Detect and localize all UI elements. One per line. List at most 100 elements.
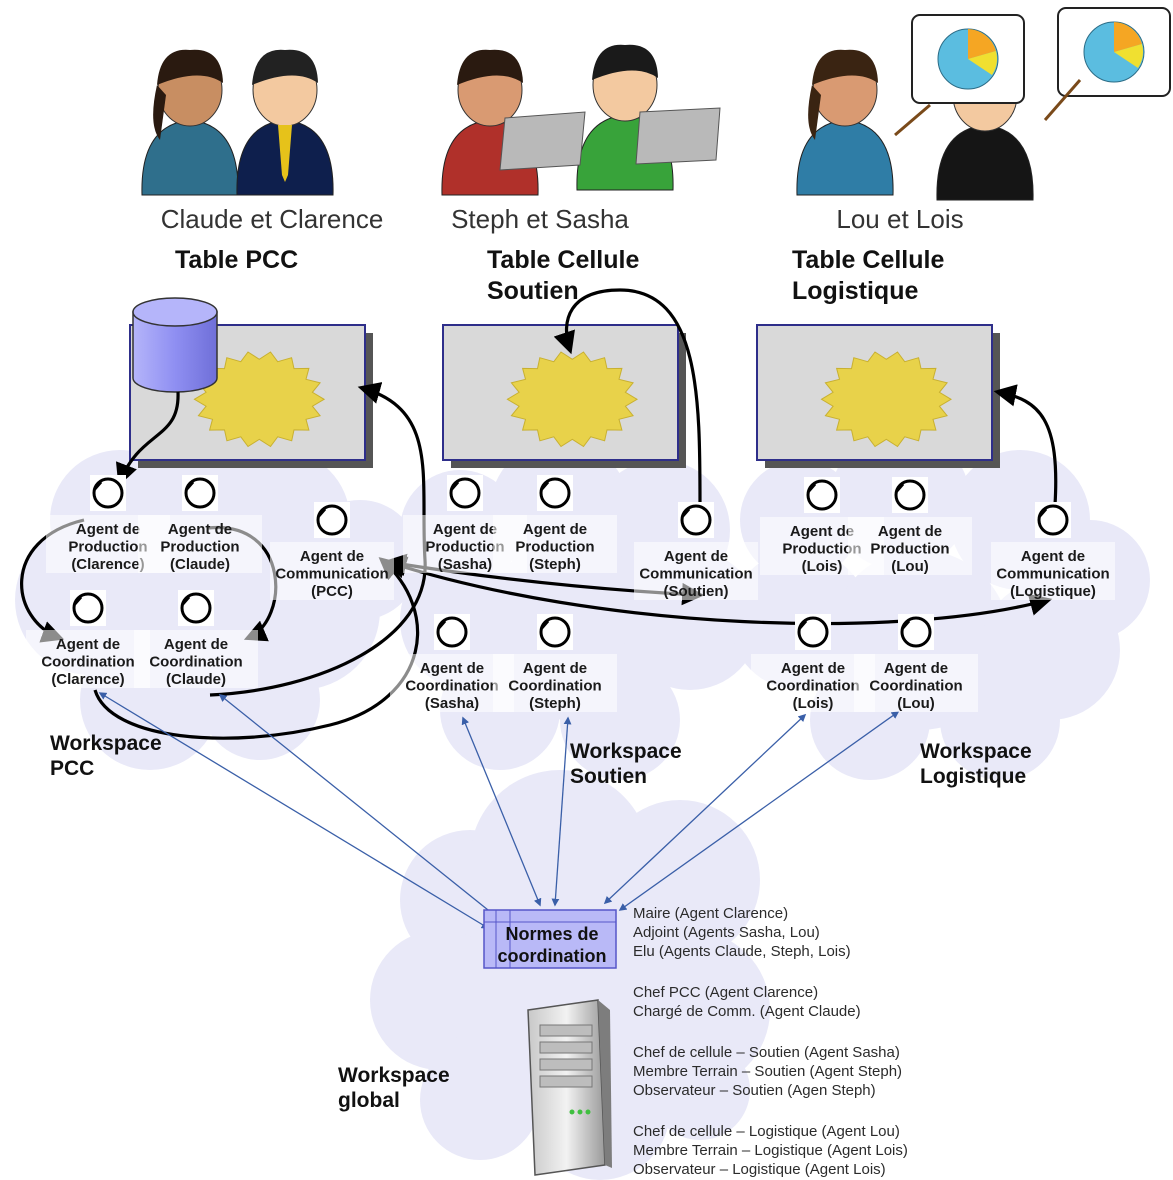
star-icon [820,351,952,448]
agent-label-line: Agent de [781,660,845,677]
table-title: Logistique [792,277,918,305]
agent-label-line: (Logistique) [1010,583,1096,600]
tie-icon [278,125,292,182]
agent-label-bg [270,542,394,600]
agent-label-line: Agent de [878,523,942,540]
db-top [132,297,218,327]
people-label: Steph et Sasha [451,204,629,234]
agent-label-line: (Claude) [166,671,226,688]
agent-label-line: Coordination [41,654,134,671]
agent-icon-notch [806,483,817,493]
star-icon [193,351,326,448]
agent-icon-notch [180,596,191,606]
blue-arrow-coord-claude [218,694,500,919]
agent-label-bg [493,654,617,712]
table-title: Table PCC [175,246,298,274]
agent-label-line: Production [870,541,949,558]
agent-label-bg [134,630,258,688]
norms-label: coordination [498,946,607,966]
role-line: Maire (Agent Clarence) [633,905,788,922]
agent-label-line: Agent de [76,521,140,538]
agent-icon-notch [894,483,905,493]
agent-icon [184,477,216,509]
agent-label-line: Agent de [884,660,948,677]
agent-icon-notch [449,481,460,491]
person-claude [141,49,239,196]
agent-label-line: Production [68,539,147,556]
person-lou [796,49,894,196]
agent-icon [797,616,829,648]
agent-label-bg [991,542,1115,600]
role-line: Chef PCC (Agent Clarence) [633,984,818,1001]
agent-label-line: (Steph) [529,556,581,573]
agent-label-line: (Clarence) [71,556,144,573]
star-icon [506,351,638,448]
server-bay [539,1041,593,1054]
person-hair [252,49,318,85]
blue-arrow-coord-sasha [461,716,542,907]
person-hair [592,44,658,80]
server-bay [539,1075,593,1088]
agent-label-line: (Lois) [802,558,843,575]
table-logistique [756,324,1000,468]
agent-label-line: Agent de [523,521,587,538]
agent-label-line: Communication [275,566,388,583]
agent-label-line: (Soutien) [664,583,729,600]
role-line: Membre Terrain – Logistique (Agent Lois) [633,1142,908,1159]
agent-label-line: Production [425,539,504,556]
agent-label-line: Communication [996,566,1109,583]
arrow-comm-pcc-logistique [383,556,1053,626]
agent-label-line: Agent de [790,523,854,540]
agent-label-line: Agent de [420,660,484,677]
workspace-global-label: Workspace [338,1064,450,1087]
workspace-global-label: global [338,1089,400,1112]
agent-icon-notch [1037,508,1048,518]
agent-icon [92,477,124,509]
server-led [585,1109,591,1115]
agent-icon-notch [72,596,83,606]
arrow-comm-soutien-to-table [553,288,702,506]
agent-icon-notch [900,620,911,630]
pie-slice [968,51,997,75]
cloud-puff [650,1040,750,1140]
agent-icon [436,616,468,648]
agent-label-line: Coordination [149,654,242,671]
role-line: Elu (Agents Claude, Steph, Lois) [633,943,851,960]
pointer-stick [1043,79,1082,121]
agent-label-bg [26,630,150,688]
server-bay [539,1024,593,1037]
role-line: Chargé de Comm. (Agent Claude) [633,1003,861,1020]
agent-label-line: (Lou) [891,558,928,575]
agent-icon-notch [92,481,103,491]
role-line: Observateur – Soutien (Agen Steph) [633,1082,876,1099]
table-title: Soutien [487,277,579,305]
agent-label-line: Coordination [869,678,962,695]
agent-icon [72,592,104,624]
agent-icon [806,479,838,511]
agent-label-line: Communication [639,566,752,583]
agent-label-line: Production [782,541,861,558]
agent-label-line: (Sasha) [425,695,479,712]
agent-icon [539,616,571,648]
person-hair [157,49,223,85]
agent-icon [180,592,212,624]
norms-label: Normes de [505,924,598,944]
norms-box [483,909,617,969]
table-panels [129,297,1000,468]
agent-label-line: (Clarence) [51,671,124,688]
agent-label-line: (Lois) [793,695,834,712]
agent-label-bg [854,654,978,712]
agent-icon [894,479,926,511]
agent-icon-notch [797,620,808,630]
